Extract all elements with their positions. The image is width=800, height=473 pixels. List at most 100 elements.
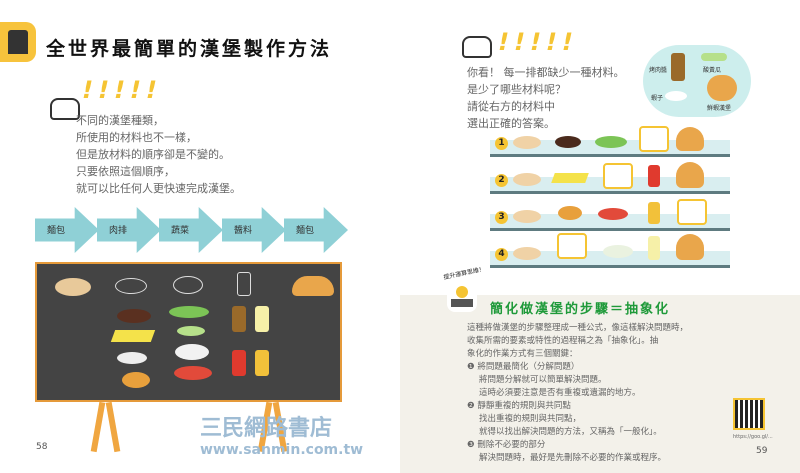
intro-line: 但是放材料的順序卻是不變的。: [76, 148, 230, 161]
bullet: ❸: [467, 440, 475, 450]
point-line: 這時必須要注意是否有重複或遺漏的地方。: [479, 388, 641, 398]
bun-bottom-icon: [513, 210, 541, 223]
row-number: 1: [495, 137, 508, 150]
shelf: [490, 228, 730, 231]
shrimp-icon: [665, 91, 687, 101]
question-line: 是少了哪些材料呢？: [467, 83, 566, 96]
burger-icon: [707, 75, 737, 101]
watermark-url: www.sanmin.com.tw: [200, 442, 364, 458]
step-arrow: 醬料: [222, 207, 286, 253]
step-arrow: 麵包: [284, 207, 348, 253]
easel-leg: [105, 401, 121, 453]
patty-icon: [117, 309, 151, 323]
bbq-sauce-icon: [232, 306, 246, 332]
answer-box[interactable]: [677, 199, 707, 225]
pickle-icon: [177, 326, 205, 336]
bun-bottom-icon: [513, 173, 541, 186]
bun-bottom-icon: [513, 247, 541, 260]
intro-line: 這種將做漢堡的步驟整理成一種公式，像這樣解決問題時，: [467, 323, 689, 333]
question-line: 你看！ 每一排都缺少一種材料。: [467, 66, 625, 79]
intro-line: 象化的作業方式有三個關鍵：: [467, 349, 578, 359]
lettuce-outline-icon: [173, 276, 203, 294]
burger-icon: [676, 127, 704, 151]
ketchup-icon: [648, 165, 660, 187]
shelf: [490, 154, 730, 157]
step-label: 醬料: [234, 226, 253, 236]
onion-icon: [175, 344, 209, 360]
intro-line: 不同的漢堡種類，: [76, 114, 164, 127]
point-head: 靜靜重複的規則與共同點: [477, 401, 571, 411]
bullet: ❷: [467, 401, 475, 411]
question-line: 請從右方的材料中: [467, 100, 555, 113]
point-2: ❷ 靜靜重複的規則與共同點: [467, 400, 729, 413]
bun-top-icon: [292, 276, 334, 296]
step-label: 麵包: [296, 226, 315, 236]
answer-box[interactable]: [603, 163, 633, 189]
step-label: 麵包: [47, 226, 66, 236]
burger-icon: [676, 162, 704, 188]
question-text: 你看！ 每一排都缺少一種材料。 是少了哪些材料呢？ 請從右方的材料中 選出正確的…: [467, 64, 625, 132]
ketchup-icon: [232, 350, 246, 376]
answer-box[interactable]: [557, 233, 587, 259]
intro-line: 就可以比任何人更快速完成漢堡。: [76, 182, 241, 195]
castle-logo-icon: [0, 22, 36, 62]
shelf: [490, 191, 730, 194]
sauce-outline-icon: [237, 272, 251, 296]
mayo-icon: [255, 306, 269, 332]
concept-text: 這種將做漢堡的步驟整理成一種公式，像這樣解決問題時， 收集所需的要素或特性的過程…: [467, 322, 729, 465]
section-title: 簡化做漢堡的步驟＝抽象化: [490, 302, 671, 317]
cheese-icon: [551, 173, 589, 183]
page-number: 59: [756, 446, 768, 456]
row-number: 4: [495, 248, 508, 261]
chicken-leg-icon: [122, 372, 150, 388]
step-arrow: 肉排: [97, 207, 161, 253]
laptop-bulb-icon: [447, 282, 477, 312]
step-label: 肉排: [109, 226, 128, 236]
lettuce-icon: [595, 136, 627, 148]
point-line: 找出重複的規則與共同點，: [479, 414, 582, 424]
tomato-icon: [598, 208, 628, 220]
watermark-text: 三民網路書店: [200, 416, 333, 441]
concept-panel: [400, 295, 800, 473]
step-arrow: 麵包: [35, 207, 99, 253]
patty-icon: [555, 136, 581, 148]
question-line: 選出正確的答案。: [467, 117, 555, 130]
easel-leg: [90, 401, 106, 453]
chicken-leg-icon: [558, 206, 582, 220]
mascot-icon: [50, 98, 80, 120]
onion-icon: [603, 245, 633, 258]
mayo-icon: [648, 236, 660, 260]
qr-caption: https://goo.gl/...: [733, 434, 773, 440]
bbq-sauce-icon: [671, 53, 685, 81]
intro-line: 只要依照這個順序，: [76, 165, 175, 178]
exclamation-marks: !!!!!: [79, 76, 165, 104]
row-number: 2: [495, 174, 508, 187]
bullet: ❶: [467, 362, 475, 372]
intro-line: 所使用的材料也不一樣，: [76, 131, 197, 144]
point-head: 將問題最簡化（分解問題）: [477, 362, 580, 372]
mascot-icon: [462, 36, 492, 58]
burger-icon: [676, 234, 704, 260]
pickle-icon: [701, 53, 727, 61]
exclamation-marks: !!!!!: [495, 28, 581, 56]
tomato-icon: [174, 366, 212, 380]
bun-bottom-icon: [55, 278, 91, 296]
point-3: ❸ 刪除不必要的部分: [467, 439, 729, 452]
answer-box[interactable]: [639, 126, 669, 152]
qr-code[interactable]: [733, 398, 765, 430]
cheese-icon: [110, 330, 156, 342]
choice-label: 酸黃瓜: [703, 67, 722, 74]
intro-text: 不同的漢堡種類， 所使用的材料也不一樣， 但是放材料的順序卻是不變的。 只要依照…: [76, 112, 241, 197]
point-head: 刪除不必要的部分: [477, 440, 546, 450]
point-line: 將問題分解就可以簡單解決問題。: [479, 375, 607, 385]
row-number: 3: [495, 211, 508, 224]
chalkboard: [35, 262, 342, 402]
watermark: 三民網路書店 www.sanmin.com.tw: [200, 410, 363, 458]
choice-label: 烤肉醬: [649, 67, 668, 74]
intro-line: 收集所需的要素或特性的過程稱之為「抽象化」。抽: [467, 336, 659, 346]
page-number: 58: [36, 442, 48, 452]
point-line: 解決問題時，最好是先刪除不必要的作業或程序。: [479, 453, 667, 463]
point-line: 就得以找出解決問題的方法，又稱為「一般化」。: [479, 427, 662, 437]
step-label: 蔬菜: [171, 226, 190, 236]
choice-label: 蝦子: [651, 95, 664, 102]
